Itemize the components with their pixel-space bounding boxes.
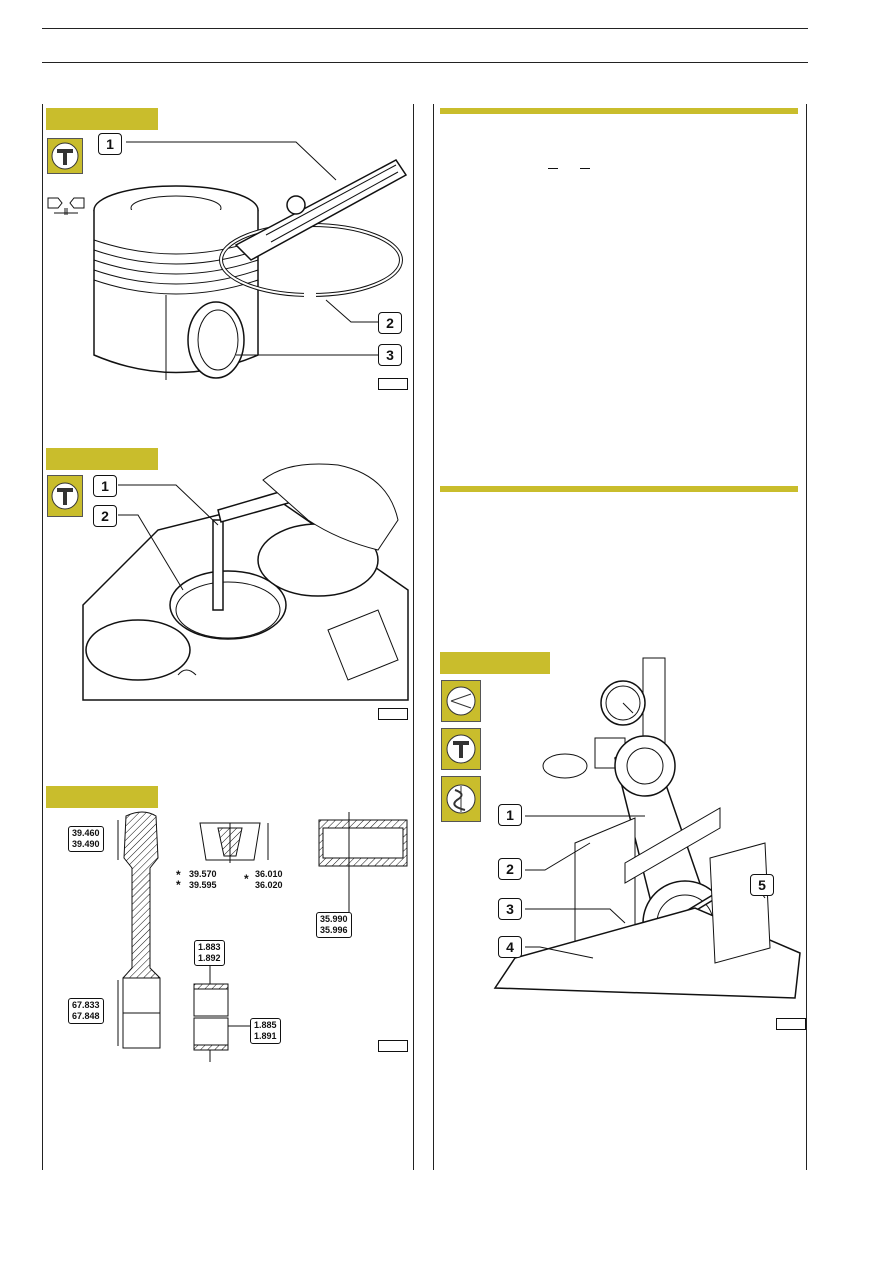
dim-bush-inner-1: 36.010 bbox=[255, 869, 283, 879]
angle-check-icon bbox=[441, 680, 481, 722]
fig4-callout-2: 2 bbox=[498, 858, 522, 880]
dim-lower-shell-1: 1.885 bbox=[254, 1020, 277, 1030]
middle-border-left bbox=[413, 104, 414, 1170]
dim-small-end: 39.460 39.490 bbox=[68, 826, 104, 852]
feeler-gauge-icon bbox=[47, 138, 83, 174]
section-bar-2 bbox=[440, 486, 798, 492]
dim-lower-shell-2: 1.891 bbox=[254, 1031, 277, 1041]
connecting-rod-section bbox=[117, 811, 161, 1049]
fig3-ref-box bbox=[378, 1040, 408, 1052]
dim-bush-outer-1: 39.570 bbox=[189, 869, 217, 879]
dim-pin: 35.990 35.996 bbox=[316, 912, 352, 938]
star-mark-1: * bbox=[176, 868, 181, 882]
figure-1-tag bbox=[46, 108, 158, 130]
dim-big-end-1: 67.833 bbox=[72, 1000, 100, 1010]
dim-small-end-1: 39.460 bbox=[72, 828, 100, 838]
dim-pin-2: 35.996 bbox=[320, 925, 348, 935]
figure-3-tag bbox=[46, 786, 158, 808]
dim-pin-1: 35.990 bbox=[320, 914, 348, 924]
section-bar-1 bbox=[440, 108, 798, 114]
bearing-shells-section bbox=[193, 966, 250, 1062]
dim-lower-shell: 1.885 1.891 bbox=[250, 1018, 281, 1044]
dim-upper-shell-2: 1.892 bbox=[198, 953, 221, 963]
torsion-check-icon bbox=[441, 776, 481, 822]
fig4-callout-1: 1 bbox=[498, 804, 522, 826]
measure-tool-icon bbox=[441, 728, 481, 770]
star-mark-3: * bbox=[244, 872, 249, 886]
fig1-ref-box bbox=[378, 378, 408, 390]
middle-border-right bbox=[433, 104, 434, 1170]
header-rule-top bbox=[42, 28, 808, 29]
fig1-callout-1: 1 bbox=[98, 133, 122, 155]
fig2-callout-2: 2 bbox=[93, 505, 117, 527]
fig1-callout-2: 2 bbox=[378, 312, 402, 334]
measure-tool-icon bbox=[47, 475, 83, 517]
dim-bush-inner-2: 36.020 bbox=[255, 880, 283, 890]
dim-upper-shell: 1.883 1.892 bbox=[194, 940, 225, 966]
fig4-ref-box bbox=[776, 1018, 806, 1030]
star-mark-2: * bbox=[176, 878, 181, 892]
dim-small-end-2: 39.490 bbox=[72, 839, 100, 849]
underline-mark-1 bbox=[548, 168, 558, 169]
gap-arrows-icon bbox=[47, 197, 85, 215]
piston-ring-drawing bbox=[93, 141, 408, 380]
right-column-border bbox=[806, 104, 807, 1170]
piston-pin-section bbox=[318, 812, 408, 912]
fig1-callout-3: 3 bbox=[378, 344, 402, 366]
fig2-ref-box bbox=[378, 708, 408, 720]
dim-big-end-2: 67.848 bbox=[72, 1011, 100, 1021]
dim-bush-outer-2: 39.595 bbox=[189, 880, 217, 890]
fig2-callout-1: 1 bbox=[93, 475, 117, 497]
fig4-callout-4: 4 bbox=[498, 936, 522, 958]
cylinder-bore-drawing bbox=[82, 463, 409, 701]
bush-section bbox=[199, 822, 269, 863]
fig4-callout-5: 5 bbox=[750, 874, 774, 896]
dim-bush-inner: 36.010 36.020 bbox=[252, 868, 286, 892]
dim-upper-shell-1: 1.883 bbox=[198, 942, 221, 952]
dim-bush-outer: 39.570 39.595 bbox=[186, 868, 220, 892]
fig4-callout-3: 3 bbox=[498, 898, 522, 920]
left-column-border bbox=[42, 104, 43, 1170]
figure-4-tag bbox=[440, 652, 550, 674]
rod-alignment-drawing bbox=[493, 657, 801, 999]
dim-big-end: 67.833 67.848 bbox=[68, 998, 104, 1024]
underline-mark-2 bbox=[580, 168, 590, 169]
header-rule-bottom bbox=[42, 62, 808, 63]
figure-2-tag bbox=[46, 448, 158, 470]
